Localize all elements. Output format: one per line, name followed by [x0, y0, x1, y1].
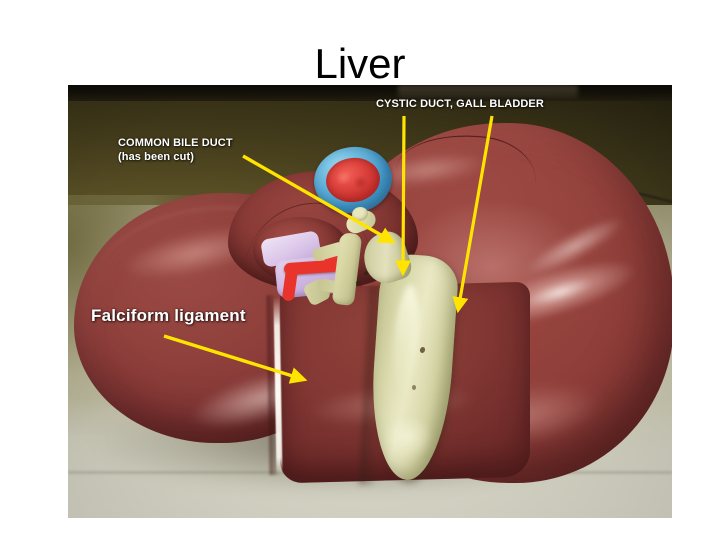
label-common-bile-duct-line2: (has been cut) — [118, 151, 194, 163]
label-cystic-duct-gall-bladder-text: CYSTIC DUCT, GALL BLADDER — [376, 98, 544, 110]
label-cystic-duct-gall-bladder: CYSTIC DUCT, GALL BLADDER — [376, 98, 544, 111]
photo-backdrop-dark-strip — [68, 85, 672, 101]
gallbladder-marker-dot-b — [412, 385, 416, 390]
label-common-bile-duct: COMMON BILE DUCT (has been cut) — [118, 136, 233, 164]
label-common-bile-duct-line1: COMMON BILE DUCT — [118, 137, 233, 149]
photo-backdrop-shelf — [398, 85, 578, 99]
label-falciform-ligament: Falciform ligament — [91, 306, 246, 326]
label-falciform-ligament-text: Falciform ligament — [91, 306, 246, 325]
duct-marker-dot-a — [364, 271, 368, 275]
gallbladder-highlight-fundus — [384, 415, 434, 459]
liver-left-lobe-edge — [88, 207, 338, 309]
page-title: Liver — [314, 40, 406, 87]
duct-marker-dot-b — [356, 281, 360, 285]
